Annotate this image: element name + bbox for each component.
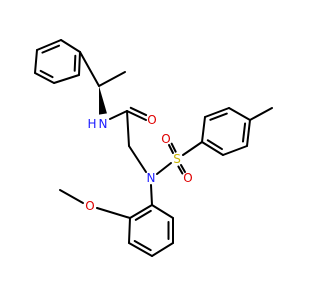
bond-s-o2 (180, 164, 186, 173)
tolyl-bond (201, 116, 206, 143)
tolyl-double-bond (206, 139, 223, 151)
tolyl-bond (228, 107, 251, 121)
phenyl-bond (34, 72, 55, 84)
anisyl-double-bond (133, 240, 152, 252)
tolyl-bond (246, 119, 251, 147)
bond-carbonyl (126, 110, 147, 121)
tolyl-double-bond (241, 122, 247, 143)
atom-sulfur: S (173, 152, 181, 166)
phenyl-bond (53, 74, 80, 84)
atom-nh-n: N (99, 117, 108, 131)
anisyl-bond (151, 204, 174, 219)
phenyl-bond (34, 49, 38, 74)
anisyl-bond (128, 242, 153, 257)
bond-s-o1 (168, 144, 174, 154)
atom-sulfonamide-n: N (147, 171, 156, 185)
phenyl-double-bond (39, 69, 54, 79)
anisyl-bond (128, 217, 131, 244)
phenyl-double-bond (73, 54, 77, 72)
atom-sulfonyl-o-2: O (183, 171, 192, 185)
atom-carbonyl-o: O (147, 113, 156, 127)
anisyl-bond (151, 242, 174, 257)
bond-s-o2-double (177, 165, 184, 175)
bond-carbonyl-ch2 (126, 110, 130, 147)
phenyl-double-bond (41, 44, 61, 54)
bond-phenyl-chiral (79, 51, 100, 87)
bond-nh-carbonyl-c (109, 110, 128, 120)
tolyl-bond (222, 145, 248, 156)
bond-carbonyl-double (129, 106, 148, 117)
atom-methoxy-o: O (85, 199, 94, 213)
bond-n-anisyl (150, 184, 153, 206)
atom-nh-h: H (87, 117, 96, 131)
phenyl-bond (78, 51, 81, 76)
tolyl-bond (204, 107, 230, 118)
tolyl-double-bond (209, 112, 228, 121)
bond-o-methyl (59, 189, 84, 204)
anisyl-bond (129, 204, 153, 219)
bonds (34, 39, 273, 257)
bond-ch2-n (128, 145, 147, 173)
bond-s-o1-double (170, 142, 177, 153)
tolyl-bond (201, 141, 224, 156)
phenyl-bond (60, 39, 81, 53)
phenyl-bond (36, 39, 62, 51)
bond-s-tolyl (182, 141, 203, 156)
bond-chiral-methyl (98, 71, 126, 87)
atom-labels: N H O N S O O O (85, 113, 192, 213)
wedge-bond-chiral-nh (99, 86, 107, 115)
bond-anisyl-o (96, 207, 131, 219)
molecule-structure: N H O N S O O O (34, 39, 273, 257)
bond-n-s (156, 162, 172, 175)
atom-sulfonyl-o-1: O (161, 132, 170, 146)
anisyl-double-bond (134, 209, 152, 221)
bond-tolyl-methyl (249, 107, 273, 121)
